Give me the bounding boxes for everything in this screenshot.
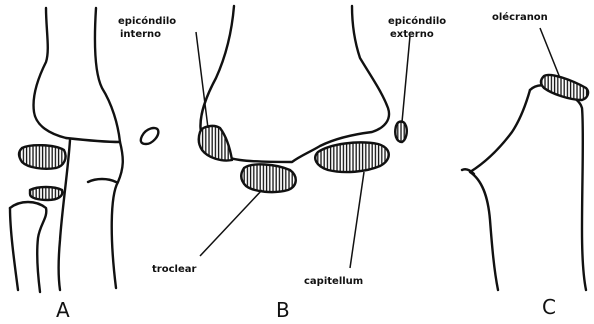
panel-a-ossification-center-upper: [19, 145, 66, 169]
label-capitellum: capitellum: [304, 276, 363, 287]
panel-b-humerus-outline: [200, 6, 389, 162]
panel-a-forearm-inner: [112, 142, 123, 288]
panel-a-radius-small-inner: [10, 208, 18, 290]
panel-b-drawing: [196, 6, 410, 268]
label-external-epicondyle-line2: externo: [390, 29, 434, 40]
panel-b-capitellum-center: [315, 142, 389, 172]
panel-b-internal-epicondyle-center: [199, 126, 232, 161]
label-internal-epicondyle-line2: interno: [120, 29, 161, 40]
panel-a-ossification-center-lower: [30, 187, 62, 200]
panel-a-humerus-right-edge: [66, 8, 120, 142]
panel-a-small-ossicle: [141, 128, 159, 144]
panel-b-trochlea-center: [241, 164, 296, 192]
panel-a-drawing: [10, 8, 158, 292]
label-external-epicondyle-line1: epicóndilo: [388, 15, 446, 27]
leader-capitellum: [350, 172, 364, 268]
panel-a-growth-line: [88, 179, 116, 182]
panel-b-external-epicondyle-center: [395, 122, 407, 143]
panel-c-ulna-outline: [530, 85, 586, 290]
leader-external-epicondyle: [402, 36, 410, 122]
panel-label-a: A: [56, 298, 70, 322]
label-troclear: troclear: [152, 264, 196, 275]
panel-label-c: C: [542, 295, 556, 319]
label-internal-epicondyle-line1: epicóndilo: [118, 15, 176, 27]
panel-label-b: B: [276, 298, 290, 322]
leader-olecranon: [540, 28, 560, 78]
leader-troclear: [200, 190, 262, 256]
panel-c-drawing: [462, 28, 588, 290]
panel-c-olecranon-center: [541, 75, 588, 100]
label-olecranon: olécranon: [492, 11, 548, 23]
panel-a-humerus-left-edge: [34, 8, 67, 138]
panel-c-ulna-front: [470, 90, 530, 290]
